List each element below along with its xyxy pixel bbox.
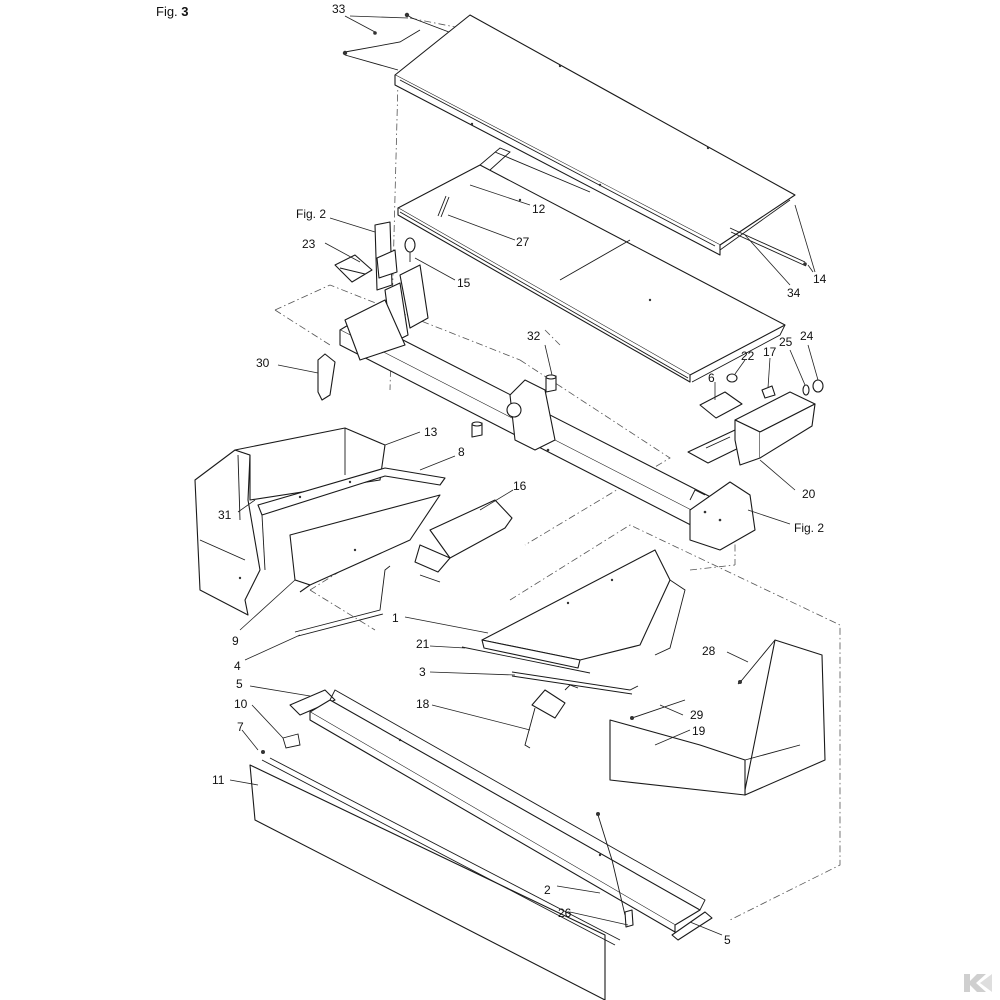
callout-31: 31: [218, 508, 232, 522]
part-8-strip: [257, 467, 446, 571]
part-12-hopper-cover: [397, 147, 786, 383]
part-1-hopper-plate: [481, 549, 686, 669]
callout-20: 20: [802, 487, 816, 501]
part-2-bottom-trough: [309, 689, 706, 933]
right-small-parts: [687, 373, 824, 466]
callout-1: 1: [392, 611, 399, 625]
callout-13: 13: [424, 425, 438, 439]
part-34-rod: [729, 227, 807, 267]
callout-22: 22: [741, 349, 755, 363]
part-16-plate: [414, 499, 513, 583]
callout-16: 16: [513, 479, 527, 493]
part-27-pin: [437, 195, 450, 218]
callout-labels: 33 12 27 23 15 14 34 32 24 25 17 22 6 30…: [212, 2, 827, 947]
k-logo-icon: [964, 974, 992, 992]
callout-7: 7: [237, 720, 244, 734]
callout-5-upper: 5: [236, 677, 243, 691]
callout-2: 2: [544, 883, 551, 897]
callout-21: 21: [416, 637, 430, 651]
part-19-right-deflector: [609, 639, 826, 796]
callout-33: 33: [332, 2, 346, 16]
callout-15: 15: [457, 276, 471, 290]
callout-28: 28: [702, 644, 716, 658]
part-11-lip-strip: [249, 757, 621, 1000]
callout-10: 10: [234, 697, 248, 711]
callout-34: 34: [787, 286, 801, 300]
callout-9: 9: [232, 634, 239, 648]
part-4-bracket: [294, 565, 391, 637]
callout-8: 8: [458, 445, 465, 459]
callout-6: 6: [708, 371, 715, 385]
callout-29: 29: [690, 708, 704, 722]
parts-5-10-7-brackets: [261, 689, 336, 754]
upper-bracket-assembly: [334, 221, 416, 291]
callout-5-lower: 5: [724, 933, 731, 947]
parts-26-5-bottom-right: [596, 812, 713, 941]
part-30-lever: [317, 353, 336, 401]
part-14-top-cover: [394, 14, 796, 256]
callout-14: 14: [813, 272, 827, 286]
leader-lines: [229, 15, 819, 936]
callout-26: 26: [558, 906, 572, 920]
parts-21-3-strips: [461, 646, 639, 695]
part-29-rod: [630, 699, 686, 720]
callout-17: 17: [763, 345, 777, 359]
fig2-reference-upper: Fig. 2: [296, 207, 326, 221]
callout-12: 12: [532, 202, 546, 216]
callout-32: 32: [527, 329, 541, 343]
callout-4: 4: [234, 659, 241, 673]
part-33-rods: [342, 12, 471, 71]
part-9-deflector: [289, 494, 441, 593]
callout-3: 3: [419, 665, 426, 679]
assembly-lines: [274, 17, 841, 921]
callout-23: 23: [302, 237, 316, 251]
part-18-bracket: [524, 684, 579, 749]
callout-11: 11: [212, 773, 225, 787]
callout-25: 25: [779, 335, 793, 349]
main-frame-beam: [339, 264, 756, 551]
callout-30: 30: [256, 356, 270, 370]
callout-19: 19: [692, 724, 706, 738]
callout-27: 27: [516, 235, 530, 249]
fig2-reference-right: Fig. 2: [794, 521, 824, 535]
callout-24: 24: [800, 329, 814, 343]
part-32-bushings: [471, 374, 557, 438]
callout-18: 18: [416, 697, 430, 711]
figure-title: Fig. 3: [156, 4, 189, 19]
